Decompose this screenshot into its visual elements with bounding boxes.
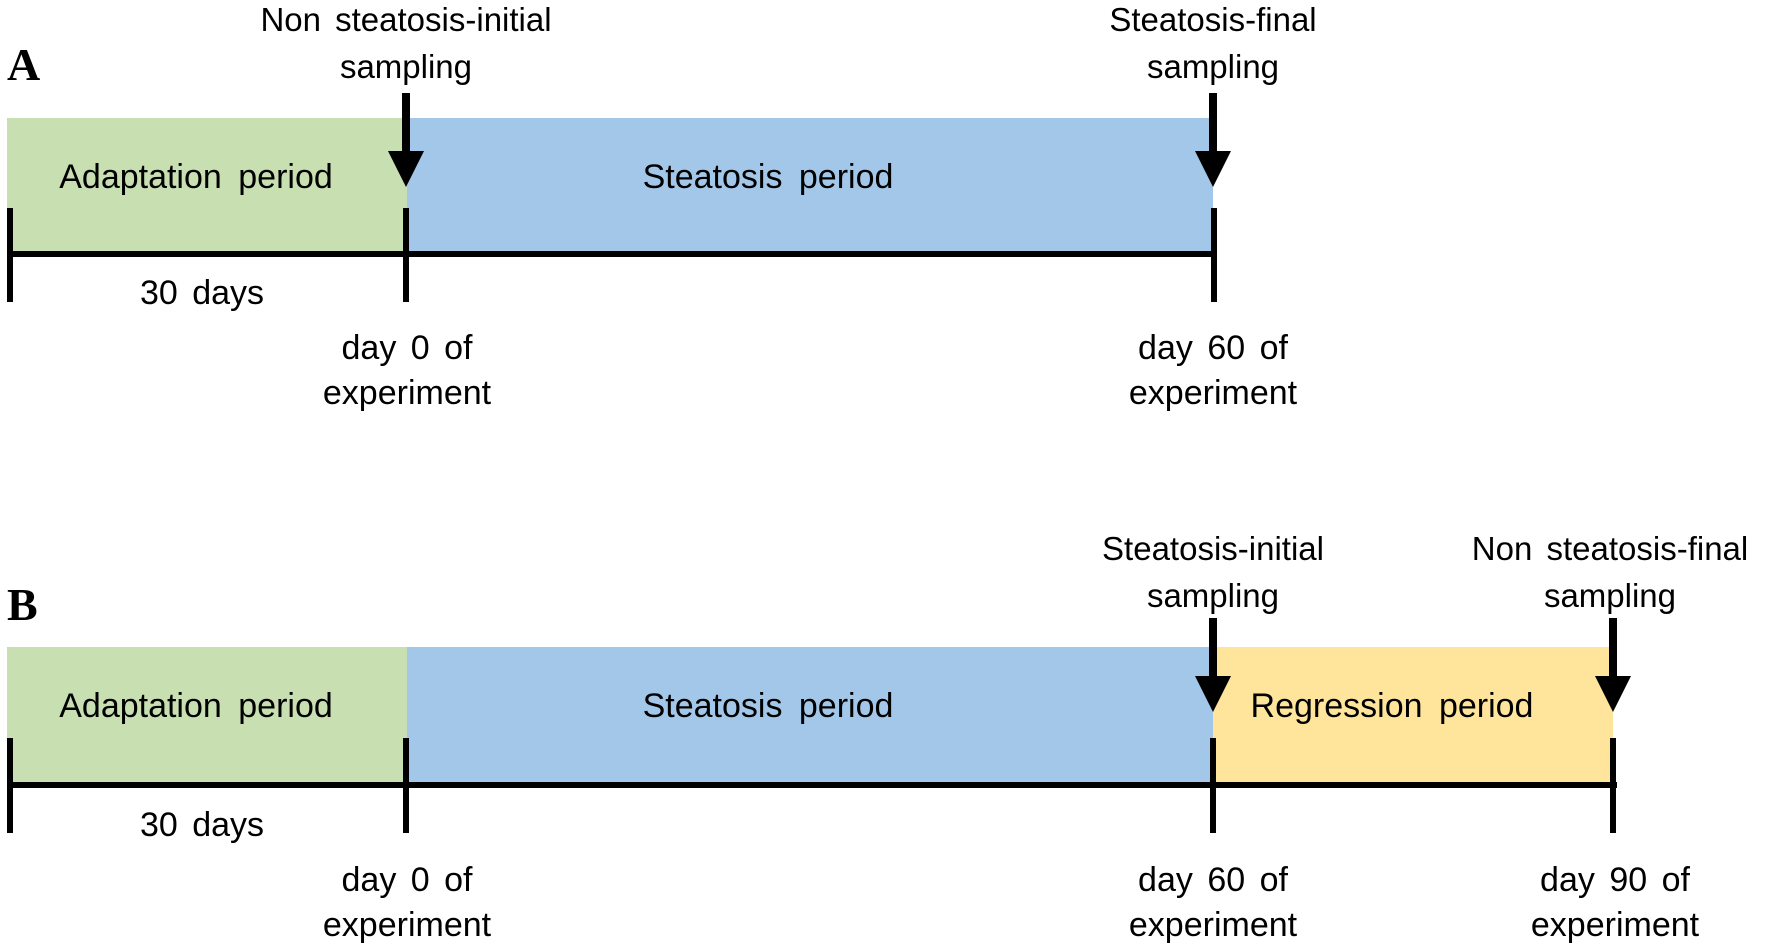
sampling-label-line1: Steatosis-final [1109,1,1317,38]
sampling-label-line2: sampling [1146,48,1280,85]
steatosis-period-label: Steatosis period [642,687,894,725]
timeline-tick-start [7,208,13,302]
day-label-line2: experiment [322,906,492,944]
down-arrow-icon [1595,618,1631,712]
steatosis-final-sampling-label: Steatosis-final sampling [1109,0,1316,90]
steatosis-initial-sampling-label: Steatosis-initial sampling [1102,525,1324,619]
regression-period-bar [1213,647,1613,782]
panel-b-letter: B [7,579,38,630]
down-arrow-icon [388,93,424,187]
timeline-axis [7,782,1617,788]
regression-period-label: Regression period [1250,687,1534,725]
adaptation-period-bar [7,118,407,252]
day-label-line2: experiment [1530,906,1700,944]
adaptation-period-label: Adaptation period [59,687,333,725]
timeline-tick-day0 [403,738,409,833]
timeline-tick-day60 [1210,738,1216,833]
adaptation-period-label: Adaptation period [59,158,333,196]
sampling-label-line2: sampling [339,48,473,85]
day0-label: day 0 of experiment [323,858,491,944]
panel-a-letter: A [7,39,41,90]
day60-label: day 60 of experiment [1129,858,1297,944]
timeline-tick-day60 [1211,208,1217,302]
arrow-head [1195,151,1231,187]
sampling-label-line1: Non steatosis-initial [260,1,552,38]
day-label-line2: experiment [322,374,492,412]
sampling-label-line2: sampling [1146,577,1280,614]
sampling-label-line1: Non steatosis-final [1471,530,1749,567]
day-label-line2: experiment [1128,906,1298,944]
panel-b: B Steatosis-initial sampling Non steatos… [0,430,1771,944]
down-arrow-icon [1195,93,1231,187]
day-label-line2: experiment [1128,374,1298,412]
non-steatosis-final-sampling-label: Non steatosis-final sampling [1472,525,1748,619]
arrow-head [1195,676,1231,712]
sampling-label-line1: Steatosis-initial [1102,530,1324,567]
duration-label: 30 days [139,274,265,312]
timeline-tick-day0 [403,208,409,302]
arrow-shaft [1609,618,1617,676]
sampling-label-line2: sampling [1543,577,1677,614]
arrow-shaft [402,93,410,151]
adaptation-period-bar [7,647,407,782]
arrow-shaft [1209,618,1217,676]
day-label-line1: day 0 of [341,329,473,367]
arrow-shaft [1209,93,1217,151]
day0-label: day 0 of experiment [323,326,491,416]
arrow-head [388,151,424,187]
day-label-line1: day 0 of [341,861,473,899]
duration-label: 30 days [139,806,265,844]
down-arrow-icon [1195,618,1231,712]
day-label-line1: day 90 of [1540,861,1690,899]
arrow-head [1595,676,1631,712]
day-label-line1: day 60 of [1138,861,1288,899]
timeline-tick-start [7,738,13,833]
timeline-axis [7,251,1217,257]
day90-label: day 90 of experiment [1531,858,1699,944]
steatosis-period-label: Steatosis period [642,158,894,196]
panel-a: A Non steatosis-initial sampling Steatos… [0,0,1771,430]
day60-label: day 60 of experiment [1129,326,1297,416]
steatosis-period-bar [407,118,1213,252]
non-steatosis-initial-sampling-label: Non steatosis-initial sampling [260,0,551,90]
timeline-tick-day90 [1610,738,1616,833]
day-label-line1: day 60 of [1138,329,1288,367]
steatosis-period-bar [407,647,1213,782]
